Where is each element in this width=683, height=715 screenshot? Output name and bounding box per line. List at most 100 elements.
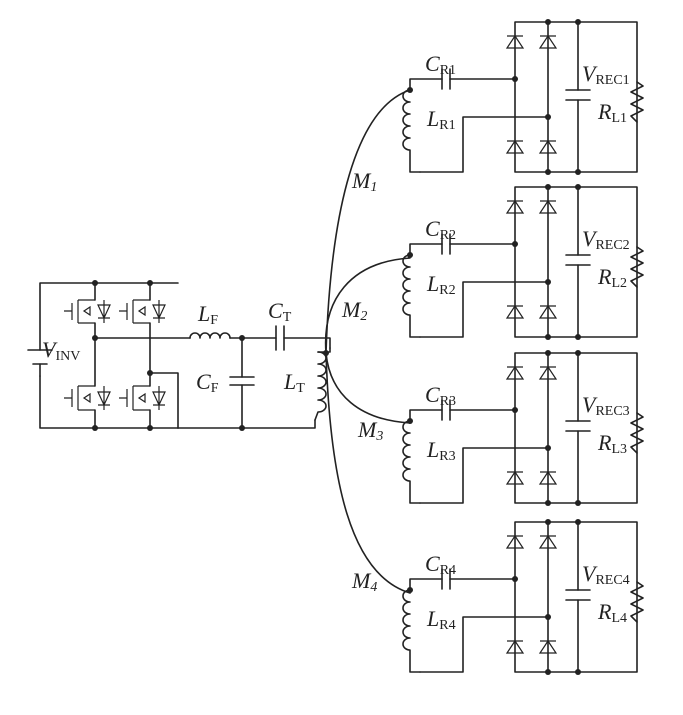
inverter [27,280,191,431]
capacitor-cr [441,233,451,255]
diode-1 [505,365,525,380]
label-rl-sub: L3 [611,442,627,457]
label-vrec-sub: REC1 [595,73,629,88]
label-vinv-main: V [42,337,58,362]
label-cr-sub: R3 [440,394,456,409]
label-vrec-main: V [582,561,598,586]
label-ct-main: C [268,298,283,323]
ac-input-top [409,78,516,91]
mosfet-q2 [119,299,166,324]
junction-dot-5 [545,669,551,675]
capacitor-cf [229,376,255,386]
label-vrec-sub: REC3 [595,404,629,419]
filter-network [177,325,331,431]
label-lr: LR3 [426,437,456,464]
label-vrec: VREC3 [582,392,630,419]
junction-dot-3 [545,279,551,285]
label-lr: LR1 [426,106,456,133]
label-cr-main: C [425,382,440,407]
ac-input-top [409,409,516,422]
junction-dot-7 [575,669,581,675]
output-capacitor [565,589,591,601]
label-cr-sub: R2 [440,228,456,243]
junction-dot-4 [545,350,551,356]
junction-dot-1 [407,418,413,424]
coupling-m4 [325,352,411,594]
label-vrec-main: V [582,226,598,251]
diode-4 [538,139,558,154]
junction-dot-4 [545,184,551,190]
output-capacitor [565,420,591,432]
label-cr-sub: R1 [440,63,456,78]
label-cf-sub: F [211,381,219,396]
label-cr: CR3 [425,382,456,409]
label-rl-sub: L4 [611,611,627,626]
label-rl-main: R [597,599,612,624]
label-lr-main: L [426,271,439,296]
junction-dot-6 [575,184,581,190]
capacitor-cr [441,68,451,90]
inductor-lr [402,420,421,504]
label-rl: RL2 [597,264,627,291]
rectifier-rails [514,352,638,504]
diode-1 [505,534,525,549]
label-m: M3 [357,417,383,444]
label-rl-main: R [597,99,612,124]
coupling-arcs [324,89,411,594]
label-lt-sub: T [296,381,305,396]
label-vrec-main: V [582,392,598,417]
diode-2 [538,199,558,214]
label-lr-main: L [426,437,439,462]
label-rl: RL3 [597,430,627,457]
load-resistor [630,581,644,623]
label-vrec-sub: REC4 [595,573,629,588]
junction-dot-3 [545,114,551,120]
rectifier-legs [547,352,579,504]
junction-dot-1 [407,252,413,258]
label-vinv-sub: INV [55,349,80,364]
label-lr-main: L [426,106,439,131]
capacitor-ct [275,325,285,351]
capacitor-cr [441,399,451,421]
ac-input-top [409,578,516,591]
label-cr-main: C [425,216,440,241]
junction-dot-7 [575,334,581,340]
junction-dot-1 [407,587,413,593]
label-rl-main: R [597,264,612,289]
label-vrec-sub: REC2 [595,238,629,253]
label-lt: LT [283,369,305,396]
junction-dot-6 [575,519,581,525]
junction-dot-3 [545,445,551,451]
diode-3 [505,304,525,319]
junction-dot-5 [545,334,551,340]
label-lr-sub: R4 [439,618,455,633]
label-rl-sub: L1 [611,111,627,126]
junction-dot-4 [545,19,551,25]
junction-dot-2 [512,576,518,582]
junction-dot-4 [545,519,551,525]
junction-dot-2 [512,241,518,247]
junction-dot-7 [575,169,581,175]
coupling-m2 [324,257,411,354]
rectifier-rails [514,521,638,673]
label-cr: CR2 [425,216,456,243]
label-m-main: M [351,168,372,193]
diode-2 [538,365,558,380]
diode-3 [505,639,525,654]
inductor-lr [402,254,421,338]
junction-dot-3 [545,614,551,620]
load-resistor [630,412,644,454]
output-capacitor [565,89,591,101]
label-cr-main: C [425,51,440,76]
junction-dot-2 [512,76,518,82]
label-rl: RL4 [597,599,627,626]
inductor-lt [314,351,327,421]
diode-1 [505,199,525,214]
load-resistor [630,246,644,288]
label-cr-main: C [425,551,440,576]
diode-3 [505,139,525,154]
label-lf: LF [197,301,218,328]
